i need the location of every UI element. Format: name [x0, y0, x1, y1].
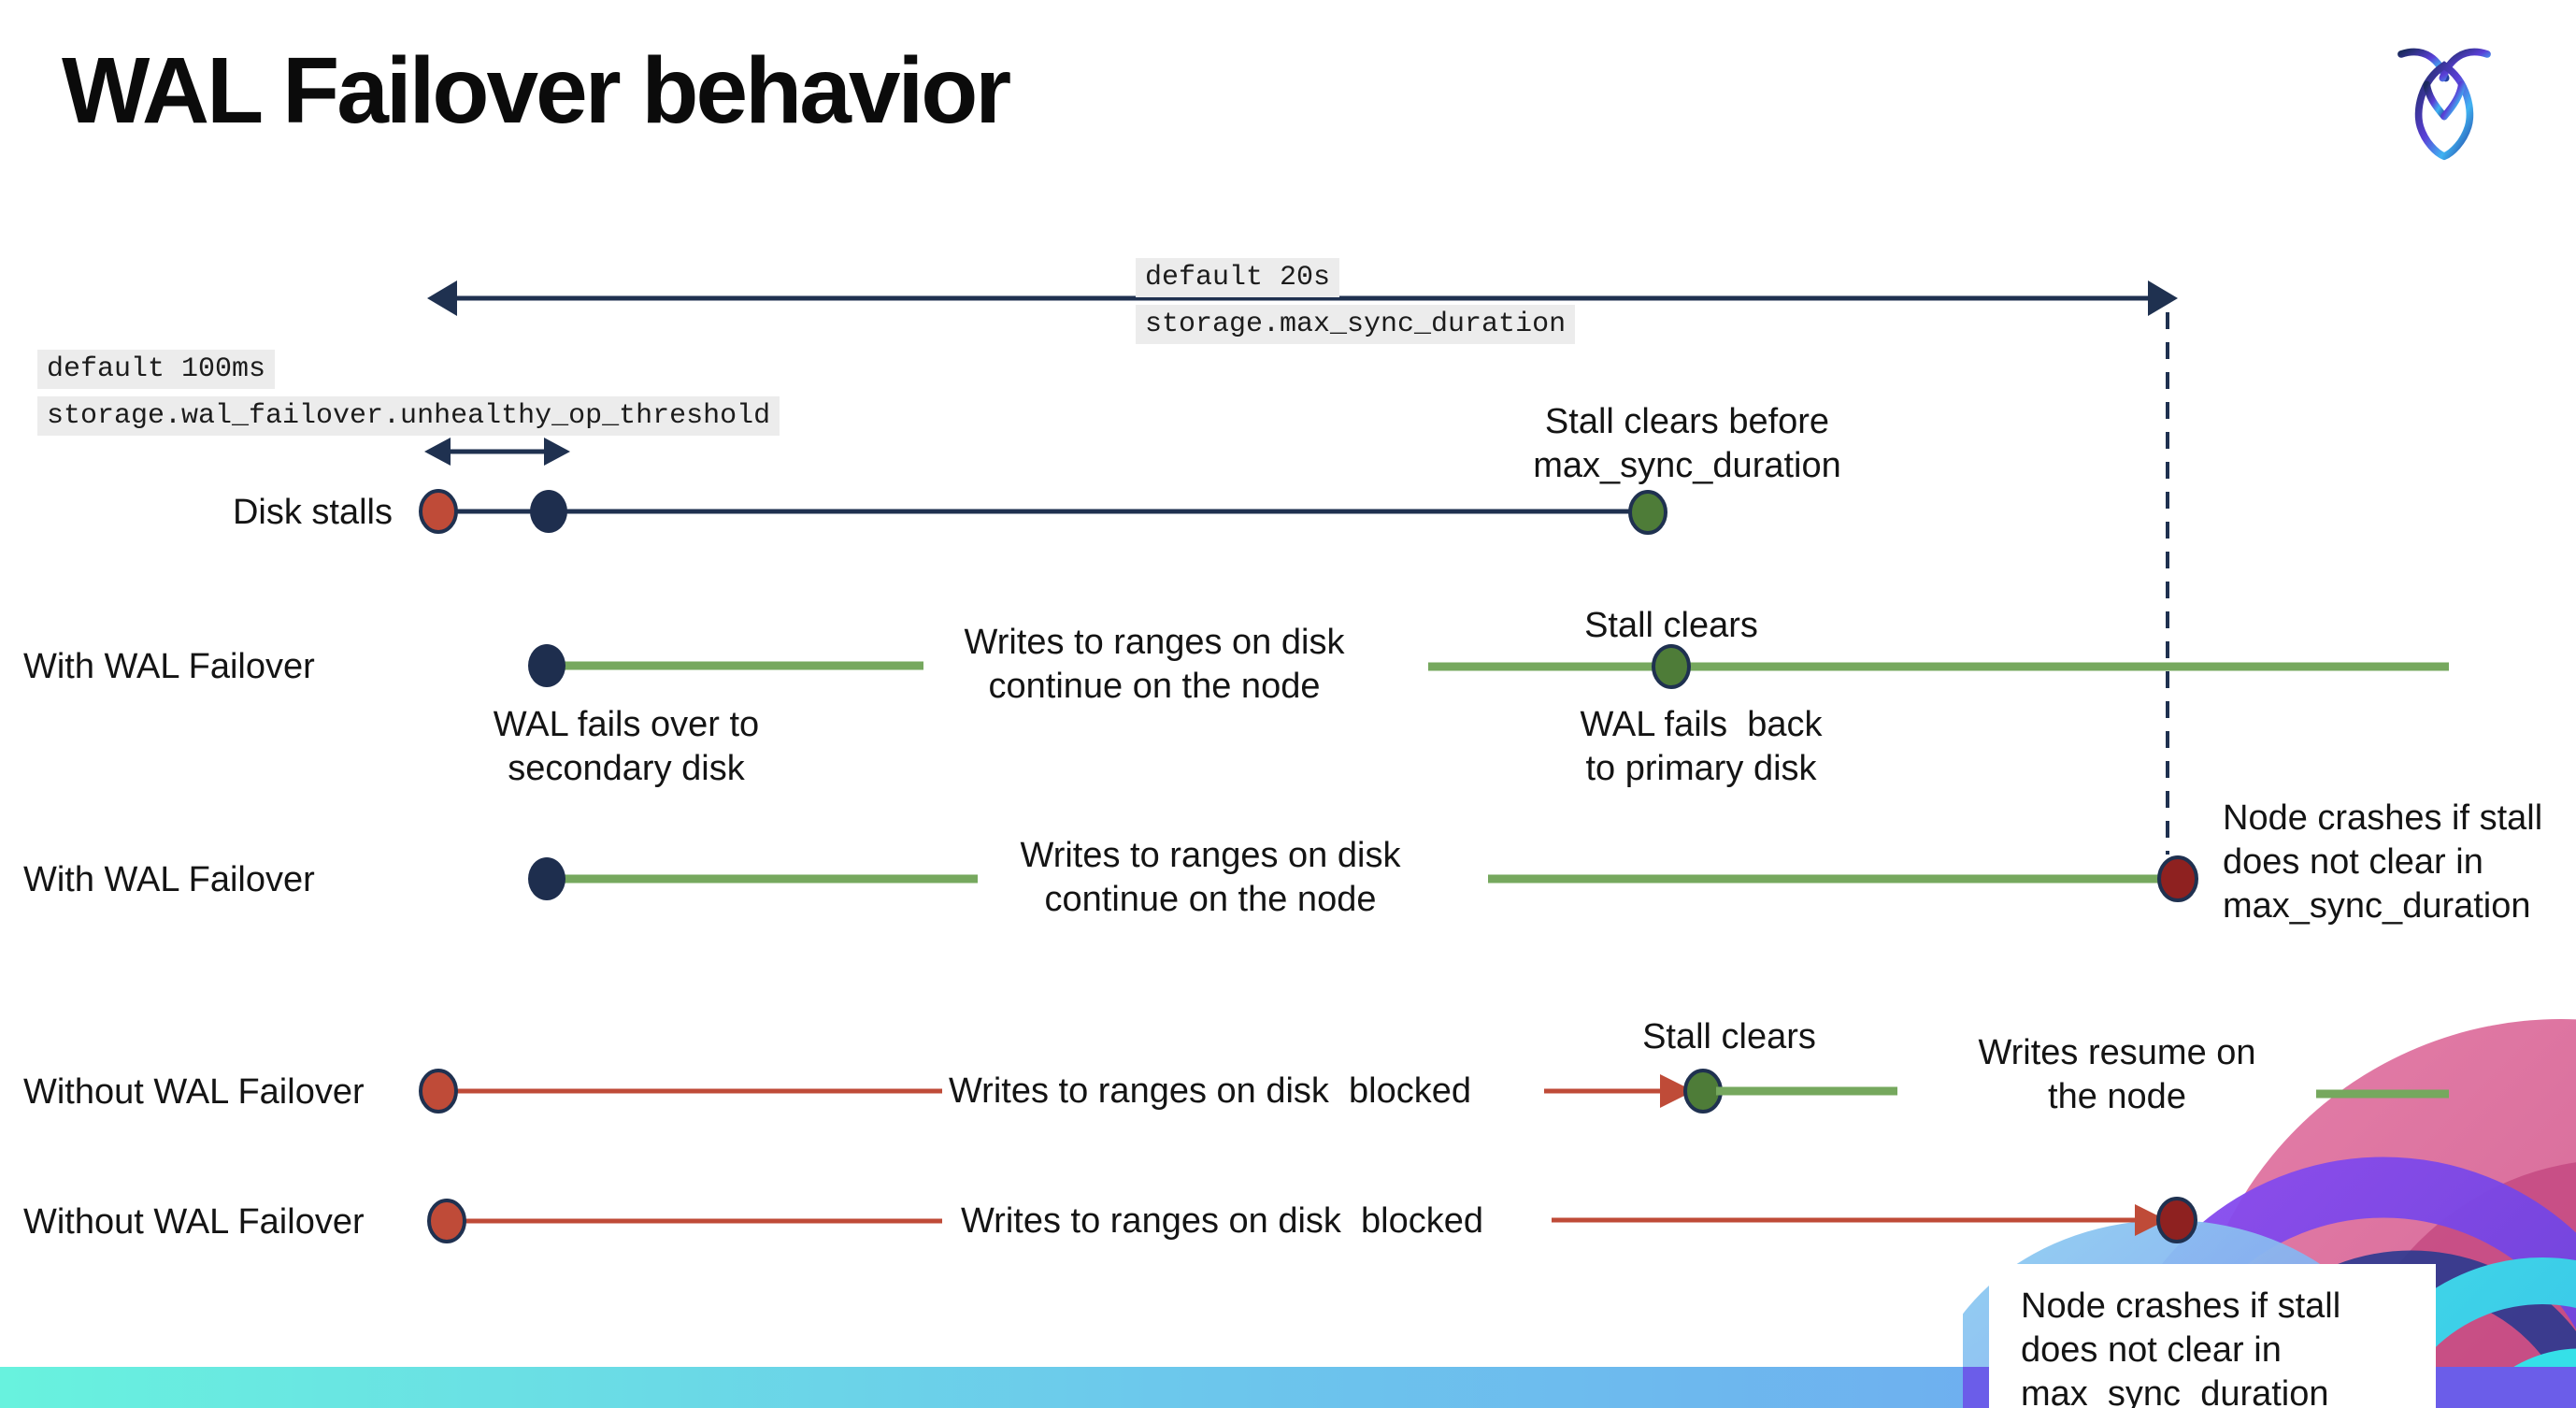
- unhealthy-op-default-value: default 100ms: [37, 350, 276, 389]
- stall-clears-dot: [1628, 490, 1667, 535]
- note-stall-clears-2: Stall clears: [1642, 1017, 1816, 1056]
- failover-threshold-dot: [530, 490, 567, 533]
- stall-start-dot: [419, 1069, 458, 1113]
- stall-start-dot: [419, 489, 458, 534]
- note-writes-blocked-1: Writes to ranges on disk blocked: [949, 1071, 1472, 1111]
- node-crash-dot: [2157, 855, 2198, 902]
- note-wal-fails-back: WAL fails back to primary disk: [1580, 705, 1823, 788]
- note-stall-clears-1: Stall clears: [1584, 606, 1758, 645]
- unhealthy-op-threshold-setting-label: default 100ms storage.wal_failover.unhea…: [37, 350, 780, 436]
- row-label-with-wal-failover-1: With WAL Failover: [23, 647, 315, 686]
- stall-clears-dot: [1683, 1069, 1723, 1113]
- cockroachdb-logo-icon: [2397, 48, 2491, 161]
- arrowhead-right-icon: [544, 438, 570, 466]
- timeline-disk-stalls: [419, 489, 1667, 535]
- note-writes-continue-1: Writes to ranges on disk continue on the…: [964, 623, 1345, 706]
- note-node-crashes-2: Node crashes if stall does not clear in …: [2021, 1286, 2341, 1408]
- arrowhead-left-icon: [424, 438, 451, 466]
- row-label-without-wal-failover-1: Without WAL Failover: [23, 1072, 365, 1112]
- failover-dot: [528, 644, 565, 687]
- stall-clears-dot: [1652, 644, 1691, 689]
- arrowhead-icon: [1660, 1074, 1694, 1108]
- row-label-disk-stalls: Disk stalls: [232, 493, 393, 532]
- stall-start-dot: [427, 1199, 466, 1243]
- timeline-with-wal-failover-1: [528, 644, 2449, 689]
- max-sync-default-value: default 20s: [1136, 258, 1340, 297]
- max-sync-setting-name: storage.max_sync_duration: [1136, 305, 1576, 344]
- note-writes-continue-2: Writes to ranges on disk continue on the…: [1020, 836, 1401, 919]
- note-node-crashes-1: Node crashes if stall does not clear in …: [2223, 798, 2543, 926]
- max-sync-duration-setting-label: default 20s storage.max_sync_duration: [1136, 258, 1576, 344]
- node-crash-note-box: Node crashes if stall does not clear in …: [1989, 1264, 2436, 1408]
- row-label-without-wal-failover-2: Without WAL Failover: [23, 1202, 365, 1242]
- unhealthy-op-setting-name: storage.wal_failover.unhealthy_op_thresh…: [37, 396, 780, 436]
- note-stall-clears-before: Stall clears before max_sync_duration: [1533, 402, 1841, 485]
- failover-dot: [528, 857, 565, 900]
- note-wal-fails-over: WAL fails over to secondary disk: [493, 705, 760, 788]
- arrowhead-left-icon: [427, 280, 457, 316]
- unhealthy-op-threshold-arrow: [424, 438, 570, 466]
- row-label-with-wal-failover-2: With WAL Failover: [23, 860, 315, 899]
- page-title: WAL Failover behavior: [62, 38, 1011, 143]
- note-writes-blocked-2: Writes to ranges on disk blocked: [961, 1201, 1484, 1241]
- note-writes-resume: Writes resume on the node: [1978, 1033, 2256, 1116]
- arrowhead-right-icon: [2148, 280, 2178, 316]
